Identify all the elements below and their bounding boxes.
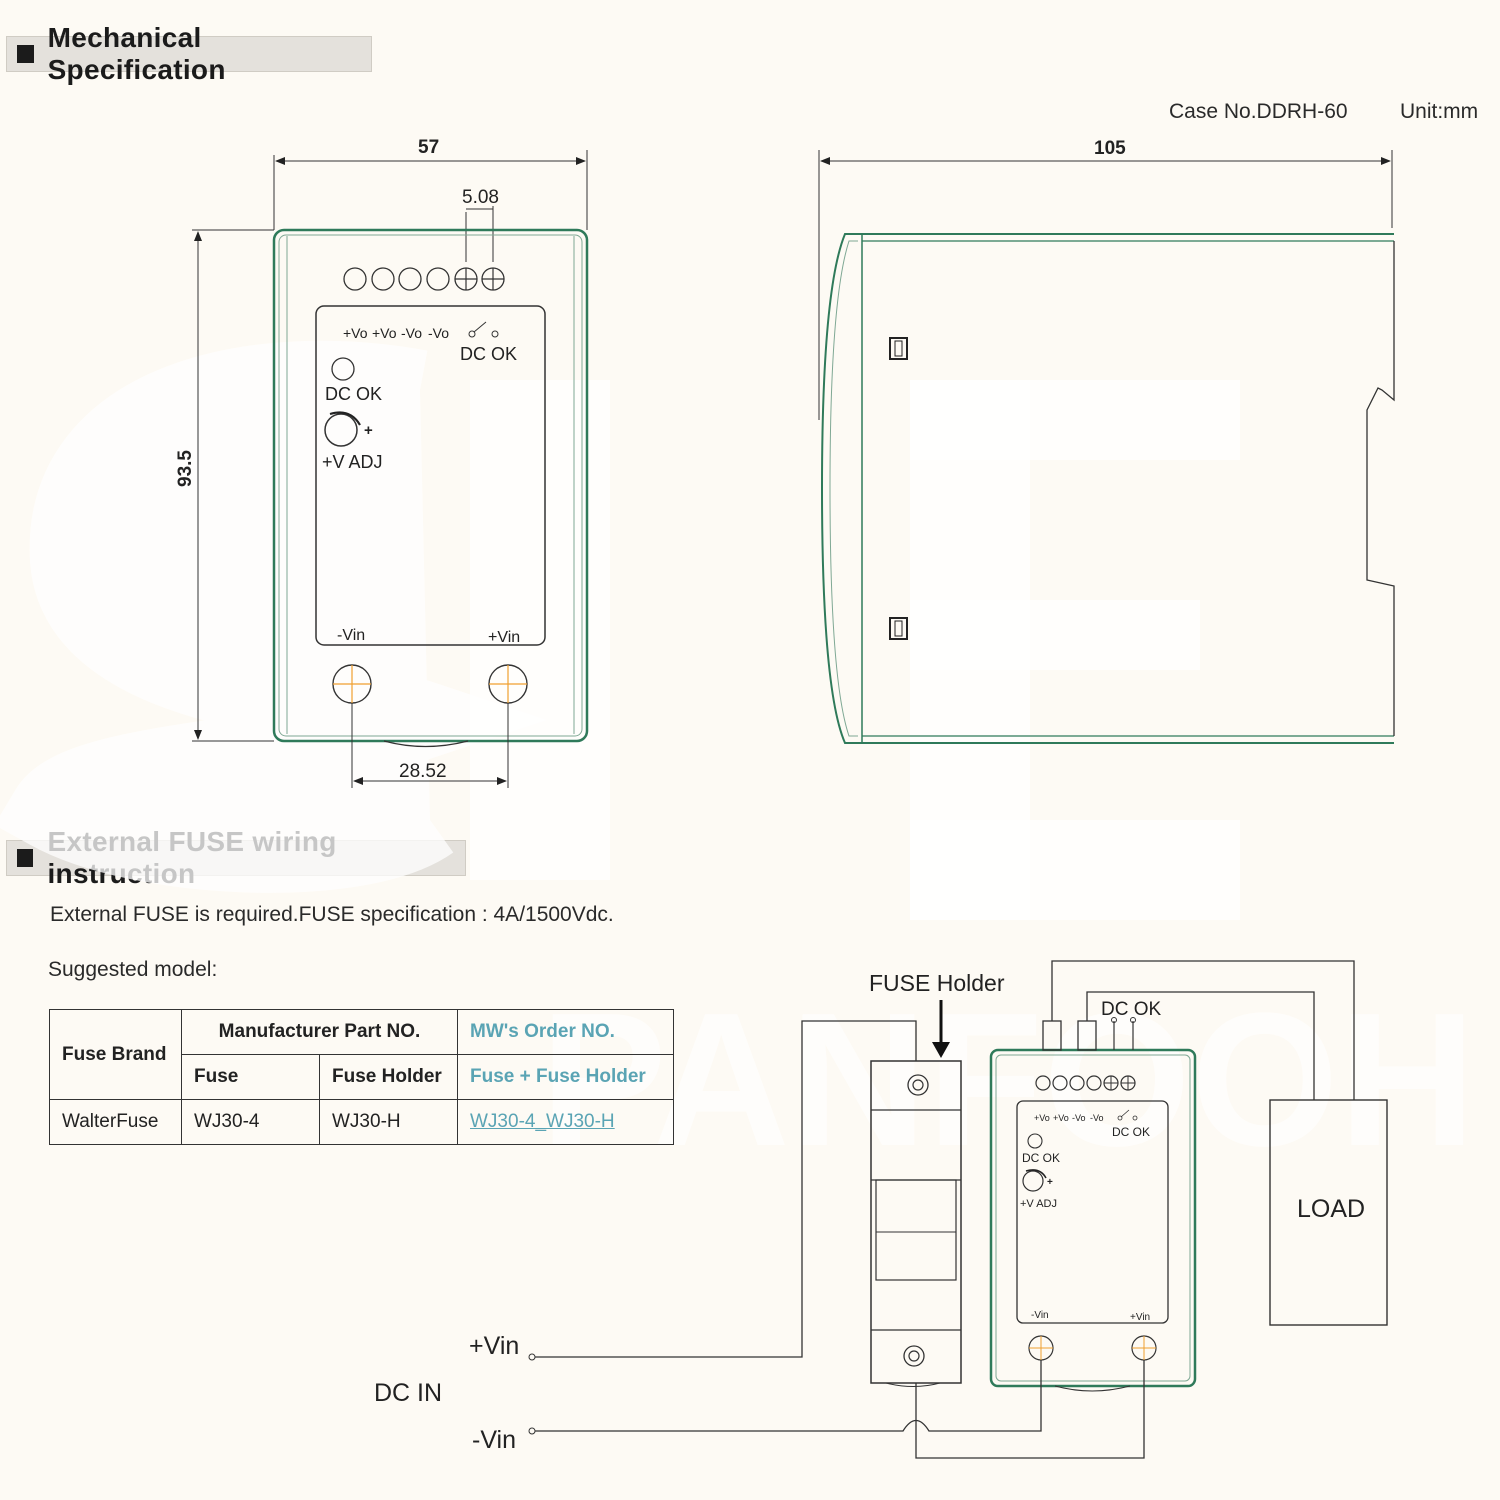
svg-text:-Vo: -Vo — [1072, 1113, 1086, 1123]
side-view: 105 — [818, 138, 1395, 744]
dc-in-vin-plus-label: +Vin — [469, 1332, 519, 1360]
header-mw-order: MW's Order NO. — [457, 1009, 674, 1055]
svg-text:+: + — [1047, 1177, 1053, 1188]
dim-terminal-pitch: 5.08 — [462, 187, 499, 208]
vadj-knob-icon — [324, 413, 358, 447]
dc-in-vin-minus-label: -Vin — [472, 1426, 516, 1454]
svg-text:+Vo: +Vo — [1053, 1113, 1069, 1123]
svg-text:+Vin: +Vin — [1130, 1312, 1150, 1323]
dc-ok-led-label: DC OK — [325, 384, 382, 404]
dc-ok-wiring-label: DC OK — [1101, 999, 1162, 1020]
case-number: Case No.DDRH-60 — [1169, 100, 1348, 123]
cell-fuse: WJ30-4 — [181, 1099, 320, 1145]
watermark: PANFOOH — [0, 340, 1476, 1186]
terminal-label-1: +Vo — [343, 325, 368, 341]
load-label: LOAD — [1297, 1195, 1365, 1223]
header-fuse-holder: Fuse Holder — [319, 1054, 458, 1100]
header-square-icon — [17, 45, 34, 63]
section-title-mechanical: Mechanical Specification — [47, 22, 226, 85]
suggested-model-label: Suggested model: — [48, 958, 218, 981]
wiring-diagram: FUSE Holder +Vo +Vo — [374, 960, 1388, 1459]
dim-depth: 105 — [1094, 138, 1126, 159]
header-fuse-brand: Fuse Brand — [49, 1009, 182, 1100]
vin-minus-label: -Vin — [337, 627, 365, 644]
unit-label: Unit:mm — [1400, 100, 1479, 123]
vin-plus-label: +Vin — [488, 629, 520, 646]
section-header-mechanical: Mechanical Specification — [6, 22, 372, 85]
svg-text:+V ADJ: +V ADJ — [1020, 1198, 1057, 1210]
dc-ok-led-icon — [331, 357, 355, 381]
svg-text:+Vo: +Vo — [1034, 1113, 1050, 1123]
fuse-requirement-text: External FUSE is required.FUSE specifica… — [50, 903, 614, 926]
fuse-model-table: Fuse Brand Manufacturer Part NO. MW's Or… — [49, 1009, 674, 1145]
dc-ok-switch-label: DC OK — [460, 344, 517, 364]
table-row: WalterFuse WJ30-4 WJ30-H WJ30-4_WJ30-H — [49, 1099, 674, 1145]
output-terminals — [343, 267, 505, 291]
terminal-label-4: -Vo — [428, 325, 449, 341]
header-fuse: Fuse — [181, 1054, 320, 1100]
dc-in-label: DC IN — [374, 1379, 442, 1407]
mini-output-terminals — [1035, 1075, 1136, 1091]
fuse-holder-label: FUSE Holder — [869, 970, 1005, 996]
order-number-link[interactable]: WJ30-4_WJ30-H — [457, 1099, 674, 1145]
svg-text:-Vin: -Vin — [1031, 1310, 1049, 1321]
dim-input-pitch: 28.52 — [399, 761, 447, 782]
header-square-icon — [17, 849, 34, 867]
cell-brand: WalterFuse — [49, 1099, 182, 1145]
dim-width: 57 — [418, 137, 439, 158]
svg-text:-Vo: -Vo — [1090, 1113, 1104, 1123]
header-manufacturer-part: Manufacturer Part NO. — [181, 1009, 458, 1055]
vadj-plus: + — [364, 422, 373, 439]
dim-height: 93.5 — [175, 450, 196, 487]
vadj-label: +V ADJ — [322, 452, 383, 472]
cell-holder: WJ30-H — [319, 1099, 458, 1145]
header-fuse-plus-holder: Fuse + Fuse Holder — [457, 1054, 674, 1100]
terminal-label-2: +Vo — [372, 325, 397, 341]
watermark-text: PANFOOH — [540, 974, 1476, 1186]
svg-text:DC OK: DC OK — [1022, 1151, 1060, 1165]
terminal-label-3: -Vo — [401, 325, 422, 341]
svg-text:DC OK: DC OK — [1112, 1125, 1150, 1139]
front-view: 57 5.08 93.5 +Vo — [175, 137, 589, 788]
